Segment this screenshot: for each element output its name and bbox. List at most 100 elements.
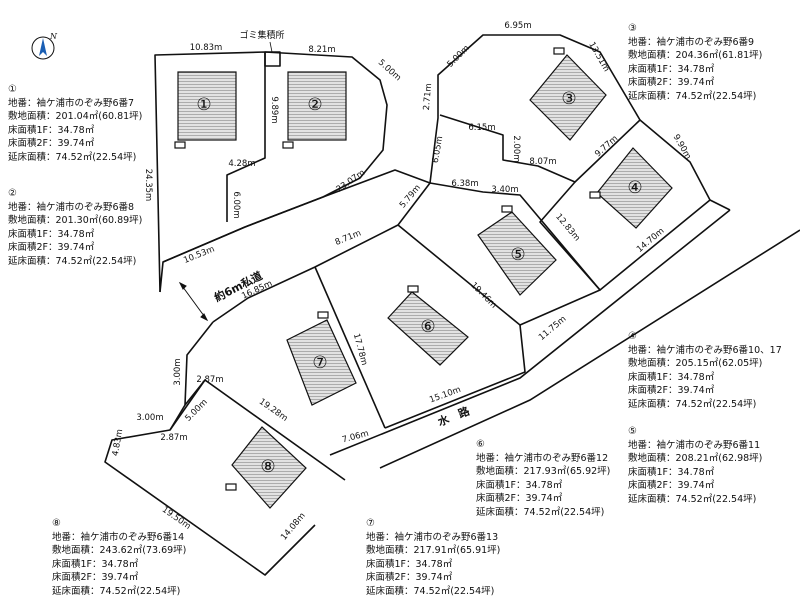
boundary-lot6-south — [384, 324, 526, 429]
compass-label: N — [49, 32, 58, 41]
dim-label: 9.77m — [593, 134, 620, 160]
dim-label: 3.00m — [173, 358, 183, 385]
lot-info-total: 延床面積：74.52㎡(22.54坪) — [628, 398, 757, 410]
dim-label: 3.40m — [491, 185, 518, 195]
lot-info-total: 延床面積：74.52㎡(22.54坪) — [628, 493, 757, 505]
dim-label: 23.07m — [335, 168, 367, 195]
lot-info-total: 延床面積：74.52㎡(22.54坪) — [8, 151, 137, 163]
dim-label: 4.28m — [228, 159, 255, 169]
dim-label: 10.83m — [190, 43, 223, 53]
lot-info-total: 延床面積：74.52㎡(22.54坪) — [628, 90, 757, 102]
house-4-number: ④ — [627, 178, 642, 198]
lot-info-8: ⑧ 地番：袖ケ浦市のぞみ野6番14 敷地面積：243.62㎡(73.69坪) 床… — [52, 517, 186, 598]
lot-info-floor2: 床面積2F：39.74㎡ — [8, 242, 95, 253]
house-3-number: ③ — [561, 89, 576, 109]
house-8 — [225, 426, 307, 509]
dim-label: 7.06m — [341, 429, 370, 446]
house-5 — [477, 205, 557, 296]
lot-info-floor2: 床面積2F：39.74㎡ — [476, 493, 563, 504]
dim-label: 15.10m — [428, 385, 462, 406]
lot-info-floor2: 床面積2F：39.74㎡ — [8, 138, 95, 149]
dim-label: 10.53m — [182, 244, 216, 265]
lot-info-total: 延床面積：74.52㎡(22.54坪) — [476, 506, 605, 518]
lot-info-5: ⑤ 地番：袖ケ浦市のぞみ野6番11 敷地面積：208.21㎡(62.98坪) 床… — [628, 425, 762, 506]
house-2 — [282, 71, 347, 149]
lot-info-number: ⑤ — [628, 426, 637, 437]
lot-info-floor1: 床面積1F：34.78㎡ — [476, 479, 563, 491]
dim-label: 11.75m — [537, 314, 568, 343]
lot-info-3: ③ 地番：袖ケ浦市のぞみ野6番9 敷地面積：204.36㎡(61.81坪) 床面… — [628, 22, 762, 103]
lot-info-address: 地番：袖ケ浦市のぞみ野6番12 — [476, 452, 609, 464]
lot-info-site-area: 敷地面積：201.30㎡(60.89坪) — [8, 215, 143, 226]
lot-info-address: 地番：袖ケ浦市のぞみ野6番7 — [8, 97, 135, 109]
house-2-number: ② — [307, 95, 322, 115]
garbage-box — [264, 51, 281, 67]
lot-info-floor2: 床面積2F：39.74㎡ — [628, 77, 715, 88]
lot-info-floor2: 床面積2F：39.74㎡ — [628, 480, 715, 491]
lot-info-site-area: 敷地面積：201.04㎡(60.81坪) — [8, 111, 143, 122]
lot-info-total: 延床面積：74.52㎡(22.54坪) — [366, 585, 495, 597]
house-4 — [589, 147, 673, 229]
lot-info-floor1: 床面積1F：34.78㎡ — [8, 228, 95, 240]
boundary-lot1-lot2 — [226, 52, 266, 222]
lot-info-2: ② 地番：袖ケ浦市のぞみ野6番8 敷地面積：201.30㎡(60.89坪) 床面… — [8, 187, 142, 268]
dim-label: 6.95m — [504, 21, 531, 31]
lot-info-site-area: 敷地面積：208.21㎡(62.98坪) — [628, 453, 763, 464]
dim-label: 8.21m — [308, 45, 335, 55]
water-label: 水 路 — [436, 403, 473, 429]
lot-info-address: 地番：袖ケ浦市のぞみ野6番8 — [8, 201, 135, 213]
dim-label: 24.35m — [143, 169, 153, 202]
water-channel — [329, 209, 800, 469]
boundary-east — [709, 199, 731, 211]
boundary-lot3 — [429, 34, 641, 184]
dim-label: 13.51m — [586, 40, 611, 73]
lot-info-site-area: 敷地面積：243.62㎡(73.69坪) — [52, 545, 187, 556]
lot-info-number: ⑦ — [366, 518, 375, 529]
lot-info-floor2: 床面積2F：39.74㎡ — [52, 572, 139, 583]
dim-label: 4.83m — [111, 428, 126, 457]
lot-info-6: ⑥ 地番：袖ケ浦市のぞみ野6番12 敷地面積：217.93㎡(65.92坪) 床… — [476, 438, 610, 519]
house-6-number: ⑥ — [420, 317, 435, 337]
dim-label: 14.08m — [279, 511, 308, 542]
house-3 — [529, 47, 607, 141]
dim-label: 19.46m — [468, 281, 498, 311]
lot-info-address: 地番：袖ケ浦市のぞみ野6番13 — [366, 531, 499, 543]
lot-info-number: ① — [8, 84, 17, 95]
lot-info-7: ⑦ 地番：袖ケ浦市のぞみ野6番13 敷地面積：217.91㎡(65.91坪) 床… — [366, 517, 500, 598]
lot-info-floor2: 床面積2F：39.74㎡ — [628, 385, 715, 396]
lot-info-number: ③ — [628, 23, 637, 34]
lot-boundaries — [104, 34, 731, 576]
garbage-leader — [269, 41, 273, 53]
dim-label: 6.05m — [431, 135, 446, 164]
boundary-lot4 — [539, 119, 711, 291]
lot-info-number: ⑧ — [52, 518, 61, 529]
dim-label: 3.00m — [136, 413, 163, 423]
houses — [174, 47, 673, 509]
lot-info-site-area: 敷地面積：217.93㎡(65.92坪) — [476, 466, 611, 477]
house-7-number: ⑦ — [312, 353, 327, 373]
lot-info-site-area: 敷地面積：204.36㎡(61.81坪) — [628, 50, 763, 61]
house-1-number: ① — [196, 95, 211, 115]
house-8-number: ⑧ — [260, 457, 275, 477]
house-5-number: ⑤ — [510, 245, 525, 265]
lot-info-site-area: 敷地面積：217.91㎡(65.91坪) — [366, 545, 501, 556]
lot-info-floor1: 床面積1F：34.78㎡ — [628, 371, 715, 383]
lot-info-number: ④ — [628, 331, 637, 342]
lot-info-1: ① 地番：袖ケ浦市のぞみ野6番7 敷地面積：201.04㎡(60.81坪) 床面… — [8, 83, 142, 164]
lot-info-floor1: 床面積1F：34.78㎡ — [8, 124, 95, 136]
dim-label: 5.00m — [445, 43, 471, 69]
lot-info-number: ⑥ — [476, 439, 485, 450]
house-1 — [174, 71, 237, 149]
garbage-label: ゴミ集積所 — [239, 29, 284, 41]
lot-info-site-area: 敷地面積：205.15㎡(62.05坪) — [628, 358, 763, 369]
house-6 — [387, 285, 469, 366]
dim-label: 6.15m — [468, 123, 495, 133]
north-arrow: N — [30, 30, 60, 62]
road-north-edge — [159, 169, 431, 323]
lot-info-floor1: 床面積1F：34.78㎡ — [52, 558, 139, 570]
dim-label: 2.00m — [511, 135, 521, 162]
lot-info-address: 地番：袖ケ浦市のぞみ野6番10、17 — [628, 344, 782, 356]
dim-label: 9.89m — [269, 96, 279, 123]
lot-info-address: 地番：袖ケ浦市のぞみ野6番11 — [628, 439, 761, 451]
